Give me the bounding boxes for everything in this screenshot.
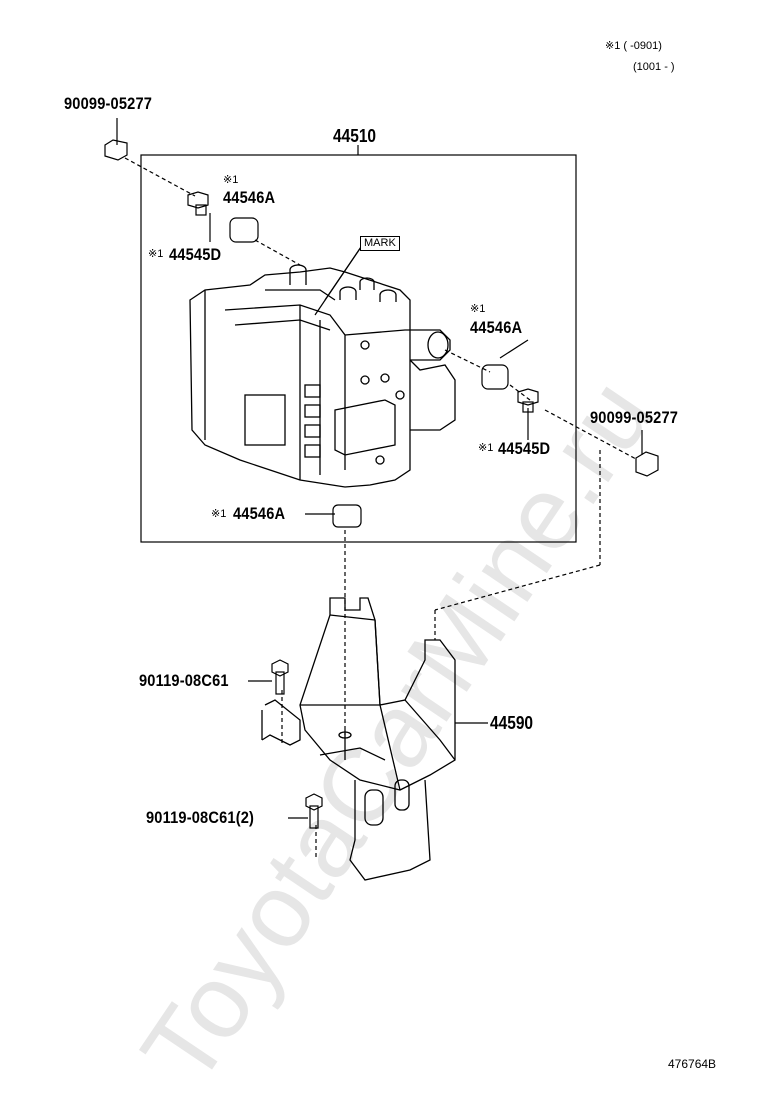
mark-callout: MARK	[360, 236, 400, 251]
label-ins-right: 44546A	[470, 318, 523, 337]
abs-actuator	[189, 264, 456, 488]
label-bolt-right: 90099-05277	[590, 408, 679, 427]
label-bolt-a: 90119-08C61	[139, 671, 229, 690]
label-ins-top-left: 44546A	[223, 188, 276, 207]
mark-ins-right: ※1	[470, 303, 486, 315]
label-bolt-b: 90119-08C61(2)	[146, 808, 255, 827]
label-44510: 44510	[333, 126, 377, 146]
mark-stud-right: ※1	[478, 442, 494, 454]
legend-line-1: ※1 ( -0901)	[605, 40, 662, 52]
figure-id: 476764B	[668, 1057, 717, 1071]
label-stud-right: 44545D	[498, 439, 551, 458]
label-bracket: 44590	[490, 713, 534, 733]
mark-stud-left: ※1	[148, 248, 164, 260]
legend-line-2: (1001 - )	[633, 61, 675, 73]
label-ins-bottom: 44546A	[233, 504, 286, 523]
mark-ins-bottom: ※1	[211, 508, 227, 520]
mark-ins-top-left: ※1	[223, 174, 239, 186]
label-bolt-left: 90099-05277	[64, 94, 153, 113]
label-stud-left: 44545D	[169, 245, 222, 264]
part-glyphs	[104, 139, 659, 829]
bracket	[261, 597, 456, 881]
